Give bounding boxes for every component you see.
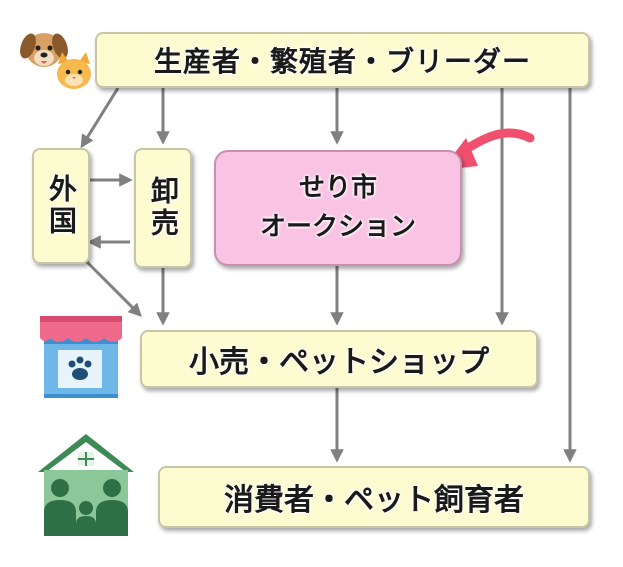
node-wholesale-label: 卸売 xyxy=(147,176,180,240)
node-auction-line1: せり市 xyxy=(298,173,377,203)
pet-shop-icon xyxy=(40,316,122,398)
node-wholesale: 卸売 xyxy=(134,148,192,268)
node-foreign: 外国 xyxy=(32,148,90,264)
highlight-arrow xyxy=(457,128,535,157)
arrow-foreign-to-retail xyxy=(85,260,142,317)
node-producers: 生産者・繁殖者・ブリーダー xyxy=(95,32,590,88)
node-retail: 小売・ペットショップ xyxy=(140,330,538,388)
dog-cat-icon xyxy=(20,33,91,89)
node-retail-label: 小売・ペットショップ xyxy=(189,345,489,380)
node-consumers-label: 消費者・ペット飼育者 xyxy=(224,483,524,518)
arrow-producers-to-foreign xyxy=(80,87,120,149)
family-house-icon xyxy=(38,434,134,536)
node-consumers: 消費者・ペット飼育者 xyxy=(158,466,590,528)
node-auction-line2: オークション xyxy=(259,212,416,242)
node-auction: せり市 オークション xyxy=(214,150,462,266)
node-foreign-label: 外国 xyxy=(45,174,78,238)
node-producers-label: 生産者・繁殖者・ブリーダー xyxy=(153,45,531,78)
